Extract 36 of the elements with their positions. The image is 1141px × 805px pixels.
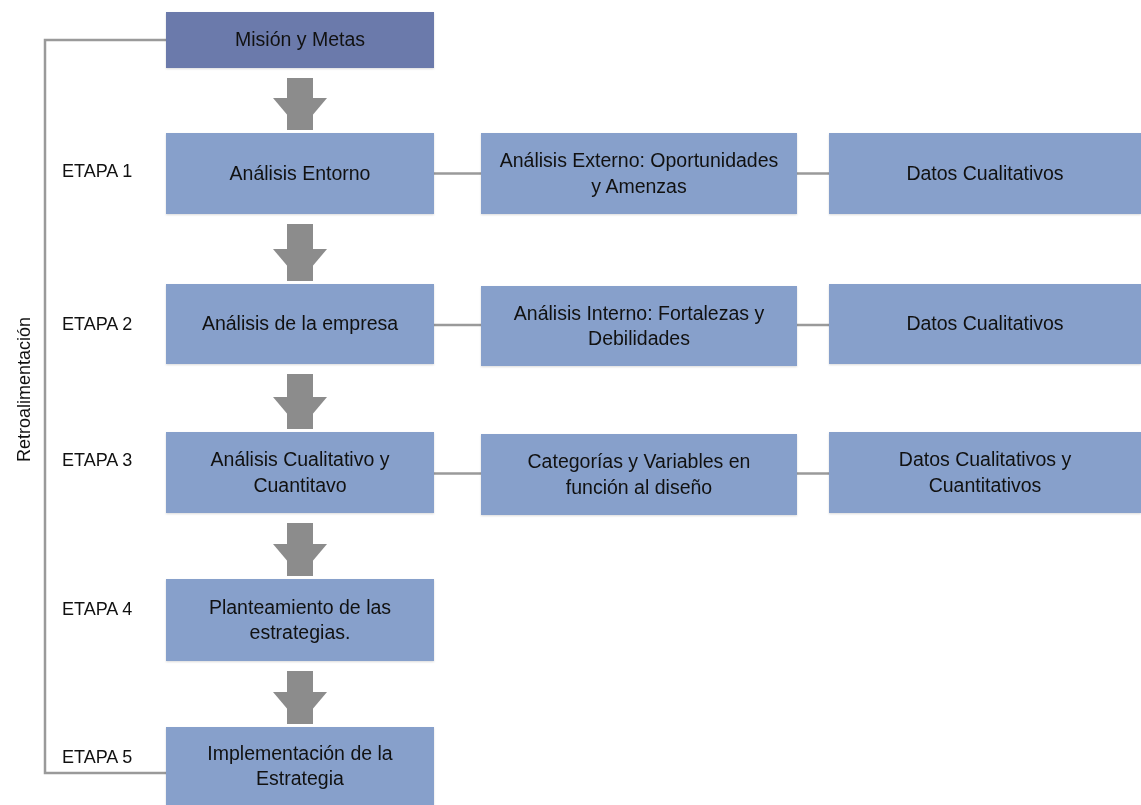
block-arrow — [273, 374, 327, 429]
box-label: Implementación de la Estrategia — [206, 740, 394, 791]
block-arrow — [273, 523, 327, 576]
box-label: Misión y Metas — [234, 27, 365, 53]
box-label: Planteamiento de las estrategias. — [207, 594, 393, 645]
process-box — [481, 133, 797, 214]
block-arrow — [273, 224, 327, 281]
stage-label: ETAPA 2 — [62, 314, 133, 335]
process-box — [829, 432, 1141, 513]
connector-line — [797, 172, 829, 175]
block-arrow — [273, 78, 327, 130]
stage-label: ETAPA 4 — [62, 599, 133, 620]
box-label: Datos Cualitativos — [906, 160, 1064, 186]
connector-line — [797, 472, 829, 475]
stage-label: ETAPA 5 — [62, 747, 133, 768]
process-box — [481, 286, 797, 366]
box-label: Análisis de la empresa — [201, 311, 399, 337]
box-label: Datos Cualitativos — [906, 311, 1064, 337]
box-label: Datos Cualitativos y Cuantitativos — [897, 447, 1073, 498]
block-arrow — [273, 671, 327, 724]
connector-line — [434, 323, 481, 327]
connector-line — [43, 38, 166, 775]
process-box — [166, 12, 434, 68]
connector-line — [434, 472, 481, 475]
box-label: Análisis Interno: Fortalezas y Debilidades — [512, 300, 766, 351]
process-box — [481, 434, 797, 515]
box-label: Análisis Entorno — [229, 160, 371, 186]
connector-line — [434, 172, 481, 175]
connector-line — [797, 323, 829, 327]
process-box — [829, 133, 1141, 214]
box-label: Categorías y Variables en función al diseño — [526, 449, 752, 500]
stage-label: ETAPA 3 — [62, 450, 133, 471]
stage-label: ETAPA 1 — [62, 161, 133, 182]
box-label: Análisis Cualitativo y Cuantitavo — [209, 447, 391, 498]
process-box — [829, 284, 1141, 364]
box-label: Análisis Externo: Oportunidades y Amenzas — [498, 148, 780, 199]
